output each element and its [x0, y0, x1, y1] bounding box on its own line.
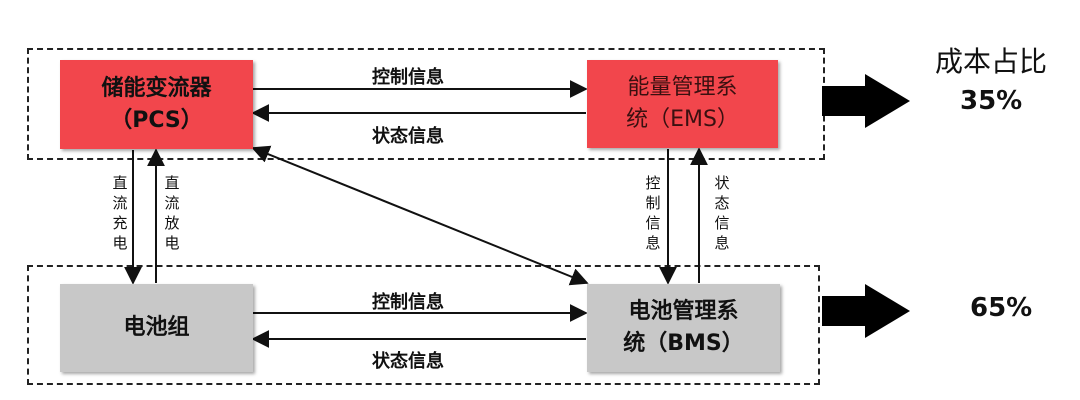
ems-label-line2: 统（EMS）	[626, 107, 739, 132]
dc-charge-char: 流	[112, 194, 128, 212]
dc-discharge-char: 电	[164, 234, 180, 252]
dc-discharge-char: 流	[164, 194, 180, 212]
bms-ems-status-char: 信	[714, 214, 730, 232]
edge-label-ems-pcs-status: 状态信息	[372, 126, 444, 147]
ems-bms-control-char: 信	[645, 214, 661, 232]
battery-node: 电池组	[60, 284, 253, 372]
dc-charge-char: 直	[112, 174, 128, 192]
pcs-label-line2: （PCS）	[110, 107, 203, 133]
edge-label-dc-discharge: 直 流 放 电	[163, 173, 181, 253]
bms-label-line1: 电池管理系	[628, 299, 739, 324]
ems-bms-control-char: 制	[645, 194, 661, 212]
cost-share-upper-value: 35%	[960, 86, 1023, 116]
bms-ems-status-char: 状	[714, 174, 730, 192]
cost-arrow-lower	[822, 284, 910, 338]
bms-ems-status-char: 息	[714, 234, 730, 252]
dc-discharge-char: 直	[164, 174, 180, 192]
edge-label-bms-ems-status: 状 态 信 息	[713, 173, 731, 253]
edge-label-pcs-ems-control: 控制信息	[372, 67, 444, 88]
edge-label-dc-charge: 直 流 充 电	[111, 173, 129, 253]
ems-bms-control-char: 控	[645, 174, 661, 192]
ems-bms-control-char: 息	[645, 234, 661, 252]
cost-share-lower-value: 65%	[970, 293, 1033, 323]
battery-label: 电池组	[123, 315, 190, 340]
edge-label-bms-battery-status: 状态信息	[372, 351, 444, 372]
bms-ems-status-char: 态	[714, 194, 730, 212]
dc-charge-char: 充	[112, 214, 128, 232]
pcs-label-line1: 储能变流器	[101, 75, 212, 101]
arrow-pcs-bms-bidirectional	[251, 145, 589, 286]
ems-label-line1: 能量管理系	[627, 75, 738, 100]
cost-share-title: 成本占比	[935, 45, 1048, 78]
dc-charge-char: 电	[112, 234, 128, 252]
bms-node: 电池管理系 统（BMS）	[587, 284, 780, 372]
cost-arrow-upper	[822, 74, 910, 128]
pcs-node: 储能变流器 （PCS）	[60, 60, 253, 149]
ems-node: 能量管理系 统（EMS）	[587, 60, 778, 148]
edge-label-battery-bms-control: 控制信息	[372, 292, 444, 313]
bms-label-line2: 统（BMS）	[623, 331, 744, 356]
edge-label-ems-bms-control: 控 制 信 息	[644, 173, 662, 253]
dc-discharge-char: 放	[164, 214, 180, 232]
